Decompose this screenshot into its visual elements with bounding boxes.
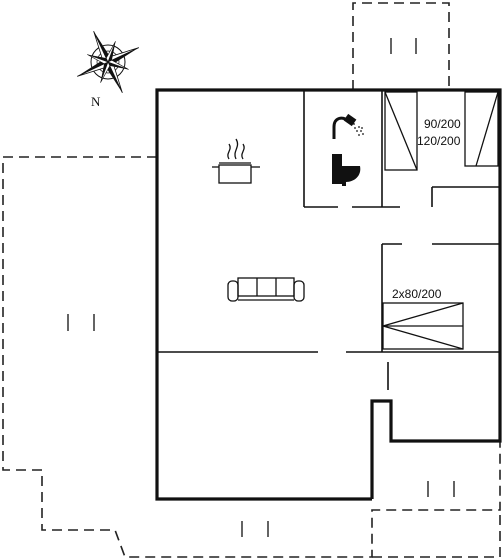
bed-label-90-200: 90/200 bbox=[424, 117, 461, 131]
sofa-icon bbox=[227, 277, 305, 302]
outer-walls bbox=[155, 88, 502, 501]
shower-icon bbox=[332, 113, 364, 139]
bed-icon bbox=[384, 91, 418, 171]
bed-label-2x80-200: 2x80/200 bbox=[392, 287, 442, 301]
bed-icon bbox=[464, 91, 499, 167]
terrace-marker-icon bbox=[67, 38, 455, 537]
interior-walls bbox=[157, 90, 500, 390]
terrace-bottom-right-outline bbox=[372, 510, 501, 558]
compass-north-label: N bbox=[91, 94, 101, 109]
bed-label-120-200: 120/200 bbox=[417, 134, 461, 148]
bed-right bbox=[382, 302, 464, 350]
cooking-pot-icon bbox=[212, 138, 260, 184]
toilet-icon bbox=[332, 154, 361, 186]
bed-upper-right bbox=[384, 91, 499, 171]
compass-rose-icon bbox=[77, 31, 139, 93]
terrace-left-outline bbox=[2, 156, 501, 558]
terrace-top-outline bbox=[352, 2, 450, 90]
